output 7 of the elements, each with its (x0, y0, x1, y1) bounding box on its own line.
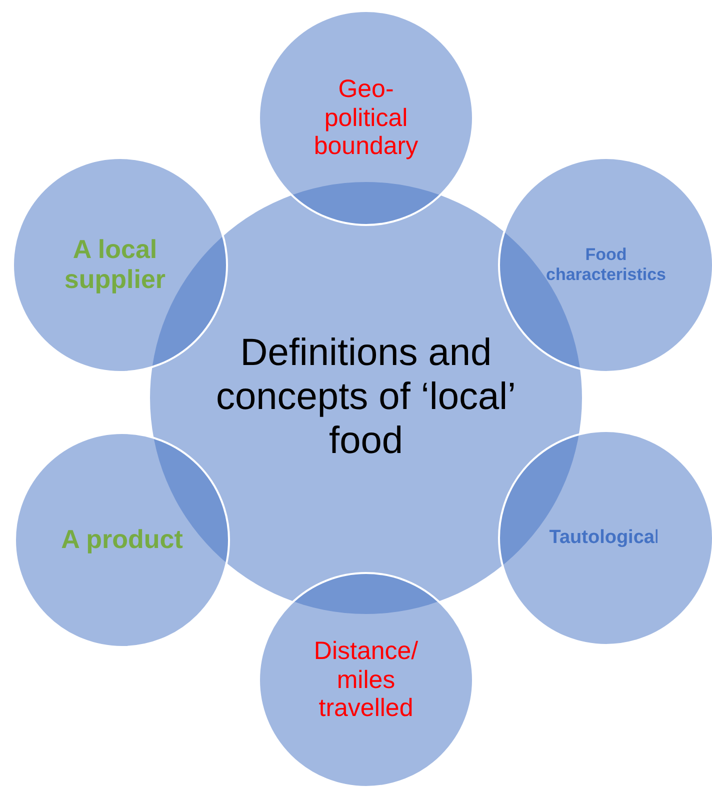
concept-text: Food characteristics (544, 245, 668, 285)
concept-text: A product (61, 525, 183, 555)
concept-text: Geo-political boundary (312, 74, 420, 162)
concept-text: Distance/ miles travelled (312, 636, 420, 724)
concept-text: A local supplier (63, 235, 167, 295)
concept-text: Definitions and concepts of ‘local’ food (216, 332, 516, 464)
concept-text: Tautological (549, 527, 659, 549)
